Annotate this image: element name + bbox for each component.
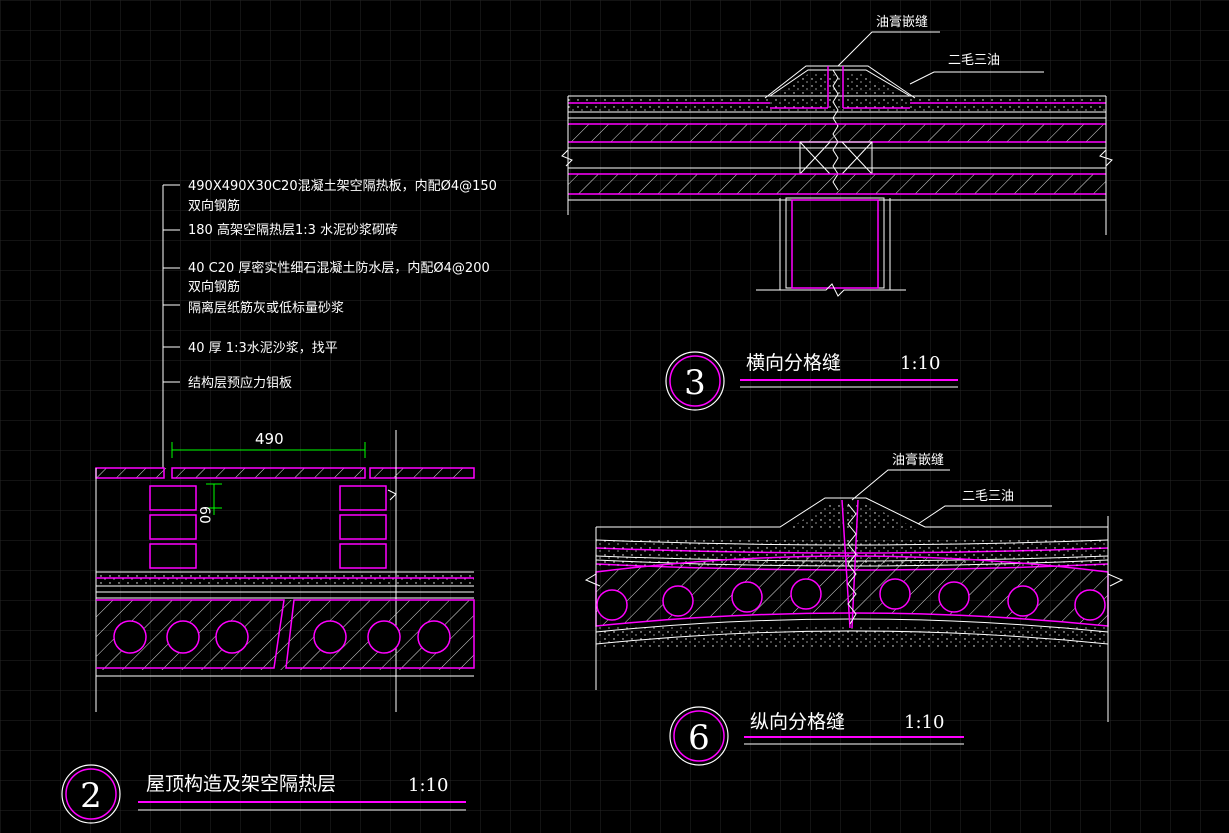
detail-6-drawing <box>584 469 1124 722</box>
detail-3-title: 横向分格缝 <box>746 352 841 374</box>
detail-3-label-sealant: 油膏嵌缝 <box>876 14 928 30</box>
detail-2-dim-height: 60 <box>196 506 212 524</box>
detail-6-hollow-cores <box>596 578 1106 621</box>
note-line-3: 180 高架空隔热层1:3 水泥砂浆砌砖 <box>188 222 398 238</box>
note-line-4: 40 C20 厚密实性细石混凝土防水层，内配Ø4@200 <box>188 260 490 276</box>
detail-3-drawing <box>561 31 1113 297</box>
detail-6-scale: 1:10 <box>904 712 944 733</box>
detail-2-number: 2 <box>80 776 102 816</box>
detail-6-label-sealant: 油膏嵌缝 <box>892 452 944 468</box>
detail-3-number-circle <box>665 351 725 411</box>
note-line-6: 隔离层纸筋灰或低标量砂浆 <box>188 300 344 316</box>
detail-3-scale: 1:10 <box>900 353 940 374</box>
note-line-7: 40 厚 1:3水泥沙浆，找平 <box>188 341 338 356</box>
note-line-8: 结构层预应力钼板 <box>188 375 292 391</box>
note-line-1: 490X490X30C20混凝土架空隔热板，内配Ø4@150 <box>188 178 497 194</box>
detail-2-number-circle <box>61 764 121 824</box>
detail-2-hollow-cores <box>113 620 451 654</box>
detail-3-number: 3 <box>684 363 706 403</box>
detail-3-label-felt: 二毛三油 <box>948 53 1000 68</box>
detail-6-title: 纵向分格缝 <box>750 711 845 733</box>
note-line-2: 双向钢筋 <box>188 198 240 214</box>
detail-2-drawing <box>95 184 475 712</box>
detail-2-dim-width: 490 <box>255 430 284 448</box>
detail-2-title: 屋顶构造及架空隔热层 <box>146 773 336 795</box>
detail-2-notes: 490X490X30C20混凝土架空隔热板，内配Ø4@150 双向钢筋 180 … <box>188 178 497 391</box>
detail-6-number-circle <box>669 706 729 766</box>
detail-2-scale: 1:10 <box>408 775 448 796</box>
detail-6-label-felt: 二毛三油 <box>962 489 1014 504</box>
detail-6-number: 6 <box>688 718 710 758</box>
note-line-5: 双向钢筋 <box>188 279 240 295</box>
